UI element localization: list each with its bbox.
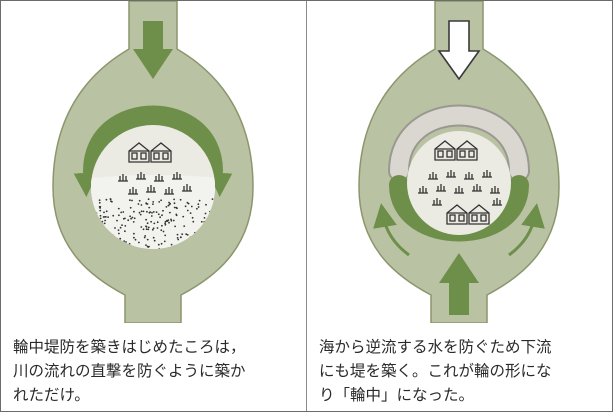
caption-before: 輪中堤防を築きはじめたころは， 川の流れの直撃を防ぐように築か れただけ。 — [13, 335, 303, 407]
caption-line: 川の流れの直撃を防ぐように築か — [13, 362, 246, 380]
caption-line: れただけ。 — [13, 386, 90, 404]
upstream-levee-arc — [83, 105, 223, 181]
panel-after-illustration — [358, 1, 560, 323]
rice-field-symbols — [418, 170, 502, 206]
caption-after: 海から逆流する水を防ぐため下流 にも堤を築く。これが輪の形にな り「輪中」になっ… — [319, 335, 609, 407]
outline-down-arrow-icon — [437, 20, 481, 81]
old-upstream-levee-fill — [390, 106, 528, 180]
backflow-left-arrow — [373, 203, 410, 257]
panel-before-illustration — [52, 1, 254, 323]
inflow-arrow-icon — [133, 21, 173, 79]
caption-line: り「輪中」になった。 — [319, 386, 475, 404]
panel-divider — [306, 1, 307, 411]
backflow-right-arrow — [508, 203, 545, 257]
caption-line: 輪中堤防を築きはじめたころは， — [13, 338, 246, 356]
caption-line: 海から逆流する水を防ぐため下流 — [319, 338, 552, 356]
solid-up-arrow-icon — [439, 253, 479, 315]
houses-icon — [128, 142, 172, 163]
rice-field-symbols — [118, 172, 192, 195]
caption-line: にも堤を築く。これが輪の形にな — [319, 362, 552, 380]
houses-icon — [434, 140, 490, 225]
